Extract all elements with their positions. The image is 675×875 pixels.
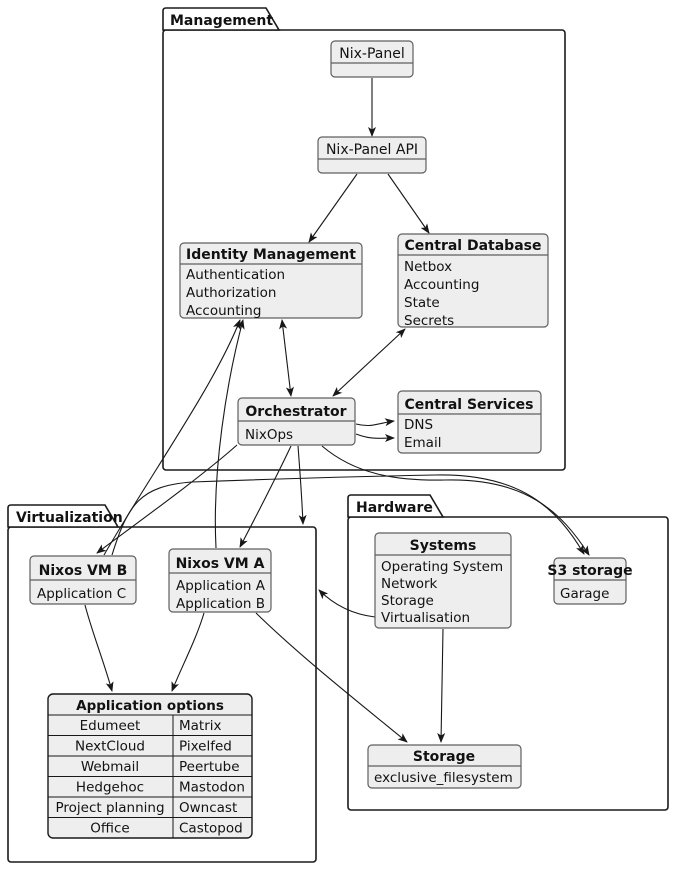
systems-title: Systems (410, 538, 477, 554)
identity-management-item: Authentication (186, 267, 285, 283)
application-options-cell: Office (90, 821, 129, 837)
systems-box (374, 532, 512, 629)
s3-storage-item: Garage (560, 586, 609, 602)
systems-item: Storage (381, 593, 434, 609)
nixos-vm-b-item: Application C (37, 586, 126, 602)
node-identity-management: Identity Management Authentication Autho… (179, 242, 363, 319)
node-nix-panel-api: Nix-Panel API (317, 136, 427, 174)
edge-systems-to-virtualization-package (318, 589, 376, 618)
application-options-cell: Hedgehoc (76, 780, 144, 796)
application-options-cell: Matrix (179, 718, 222, 734)
edge-orchestrator-to-dns (355, 418, 395, 427)
application-options-cell: Webmail (81, 759, 139, 775)
systems-item: Operating System (381, 559, 503, 575)
central-database-item: State (404, 295, 440, 311)
node-nixos-vm-b: Nixos VM B Application C (29, 555, 137, 605)
edge-nixos-vm-b-to-application-options (84, 604, 114, 692)
orchestrator-title: Orchestrator (245, 404, 346, 420)
edge-nixos-vm-b-to-s3-storage (111, 474, 585, 556)
application-options-cell: Castopod (179, 821, 243, 837)
edge-orchestrator-to-nixos-vm-b (96, 444, 238, 554)
application-options-cell: Mastodon (179, 780, 245, 796)
identity-management-item: Accounting (186, 303, 261, 319)
s3-storage-box (553, 557, 627, 605)
nixos-vm-b-title: Nixos VM B (39, 563, 128, 579)
systems-item: Network (381, 576, 438, 592)
central-database-title: Central Database (405, 238, 542, 254)
storage-title: Storage (413, 749, 475, 765)
management-package-tab (162, 7, 281, 31)
central-database-box (397, 233, 549, 328)
application-options-cell: Peertube (179, 759, 240, 775)
nixos-vm-a-title: Nixos VM A (176, 556, 265, 572)
nixos-vm-a-item: Application A (176, 578, 266, 594)
edge-nixos-vm-b-to-identity-management (103, 319, 241, 556)
identity-management-item: Authorization (186, 285, 276, 301)
node-application-options: Application options Edumeet Matrix NextC… (47, 693, 253, 839)
identity-management-title: Identity Management (186, 247, 356, 263)
application-options-cell: Pixelfed (179, 739, 232, 755)
nixos-vm-a-box (168, 548, 272, 613)
edge-nixos-vm-a-to-storage (255, 612, 408, 743)
hardware-package-tab (347, 494, 445, 518)
edge-nix-panel-api-to-identity-management (308, 173, 358, 243)
storage-item: exclusive_filesystem (374, 770, 513, 786)
central-database-item: Secrets (404, 313, 454, 329)
application-options-cell: Owncast (179, 800, 237, 816)
systems-item: Virtualisation (381, 610, 470, 626)
node-central-database: Central Database Netbox Accounting State… (397, 233, 549, 329)
edge-nixos-vm-a-to-identity-management (214, 319, 245, 549)
edge-orchestrator-to-s3-storage (321, 445, 590, 556)
node-nixos-vm-a: Nixos VM A Application A Application B (168, 548, 272, 613)
nix-panel-api-title: Nix-Panel API (326, 142, 418, 158)
hardware-package-label: Hardware (356, 500, 433, 516)
application-options-title: Application options (76, 698, 224, 714)
central-services-title: Central Services (405, 397, 534, 413)
node-systems: Systems Operating System Network Storage… (374, 532, 512, 629)
s3-storage-title: S3 storage (547, 563, 632, 579)
application-options-box (47, 693, 253, 839)
edge-orchestrator-to-nixos-vm-a (239, 445, 292, 548)
nixos-vm-a-item: Application B (176, 596, 265, 612)
edge-nixos-vm-a-to-application-options (171, 612, 205, 692)
central-database-item: Netbox (404, 259, 452, 275)
virtualization-package-label: Virtualization (16, 510, 123, 526)
package-management: Management (162, 7, 566, 471)
node-central-services: Central Services DNS Email (397, 390, 542, 454)
nix-panel-box (330, 40, 414, 78)
management-package-label: Management (170, 13, 273, 29)
edge-systems-to-storage (437, 628, 446, 743)
nix-panel-title: Nix-Panel (339, 46, 404, 62)
virtualization-package-tab (7, 504, 120, 528)
central-services-box (397, 390, 542, 454)
edge-orchestrator-to-email (355, 433, 395, 443)
node-s3-storage: S3 storage Garage (547, 557, 633, 605)
nix-panel-api-box (317, 136, 427, 174)
application-options-cell: NextCloud (75, 739, 145, 755)
edge-nix-panel-api-to-central-database (387, 173, 430, 234)
node-nix-panel: Nix-Panel (330, 40, 414, 78)
node-storage: Storage exclusive_filesystem (367, 744, 522, 789)
application-options-cell: Edumeet (80, 718, 141, 734)
edge-central-database-orchestrator-bidirectional (332, 328, 406, 397)
application-options-cell: Project planning (55, 800, 164, 816)
identity-management-box (179, 242, 363, 319)
edges (84, 78, 590, 743)
edge-identity-management-orchestrator-bidirectional (279, 319, 294, 397)
node-orchestrator: Orchestrator NixOps (237, 397, 356, 446)
orchestrator-item: NixOps (245, 427, 293, 443)
central-services-item-email: Email (404, 435, 441, 451)
central-services-item-dns: DNS (404, 417, 433, 433)
central-database-item: Accounting (404, 277, 479, 293)
edge-orchestrator-to-virtualization-package (297, 445, 307, 525)
